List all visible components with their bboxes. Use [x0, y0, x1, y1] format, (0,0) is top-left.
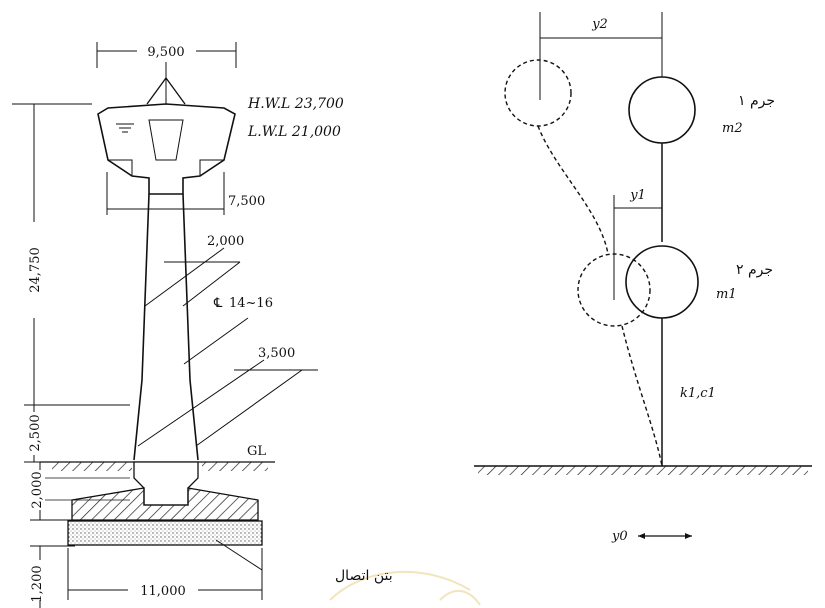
two-mass-model: y2 y1 جرم ۱ m2 جرم ۲ m1 k1,c1 y0: [474, 12, 812, 544]
concrete-slab: [67, 520, 263, 546]
dim-height-total-label: 24,750: [28, 247, 43, 293]
tank-inner: [108, 159, 224, 176]
dim-top-width-label: 9,500: [147, 45, 184, 60]
hwl-label: H.W.L 23,700: [247, 96, 344, 112]
concrete-leader: [215, 539, 263, 571]
mass-1-circle: [628, 76, 696, 144]
dim-height-base-label: 2,500: [28, 414, 43, 451]
shaft-right-edge: [182, 193, 199, 461]
mass-1-symbol: m2: [722, 121, 743, 136]
mass-1-label: جرم ۱: [738, 93, 775, 109]
dim-top-width: 9,500: [96, 42, 237, 68]
centerline-note: 14~16: [229, 296, 273, 311]
dim-bowl-width-label: 7,500: [228, 194, 265, 209]
mass-1-displaced: [504, 59, 572, 127]
y2-label: y2: [591, 17, 608, 32]
tank-outline: [97, 103, 236, 195]
shaft-left-edge: [133, 193, 150, 461]
mass-2-circle: [625, 245, 699, 319]
dim-footing-depth-label: 2,000: [30, 471, 45, 508]
dim-footing-width: 11,000: [67, 548, 263, 600]
inner-shaft: [148, 119, 184, 161]
y1-label: y1: [629, 188, 646, 203]
dim-slab-label: 1,200: [30, 565, 45, 602]
dim-footing-width-label: 11,000: [140, 584, 186, 599]
mass-2-symbol: m1: [716, 287, 737, 302]
lwl-label: L.W.L 21,000: [247, 124, 341, 140]
dim-shaft-top-label: 2,000: [207, 234, 244, 249]
dim-bowl-width: 7,500: [106, 172, 265, 215]
watermark: [329, 570, 481, 606]
deflected-shape-lower: [621, 325, 663, 467]
y0-label: y0: [611, 529, 628, 544]
deflected-shape-upper: [537, 125, 609, 255]
model-ground-hatch: [478, 466, 808, 475]
dim-shaft-bottom-label: 3,500: [258, 346, 295, 361]
centerline-leader: [183, 317, 249, 365]
centerline-icon: ℄: [213, 296, 223, 311]
gl-label: GL: [247, 444, 266, 459]
ground-hatch-right: [202, 462, 268, 471]
ground-hatch-left: [52, 462, 132, 471]
water-tower-drawing: 9,500 H.W.L 23,700 L.W.L 21,000 7,500: [12, 42, 393, 608]
mass-2-label: جرم ۲: [736, 262, 773, 278]
dim-shaft-bottom: 3,500: [137, 346, 318, 447]
dim-shaft-top: 2,000: [144, 234, 244, 307]
footing: [71, 487, 259, 521]
concrete-label: بتن اتصال: [335, 568, 393, 584]
spring-label: k1,c1: [680, 386, 716, 401]
